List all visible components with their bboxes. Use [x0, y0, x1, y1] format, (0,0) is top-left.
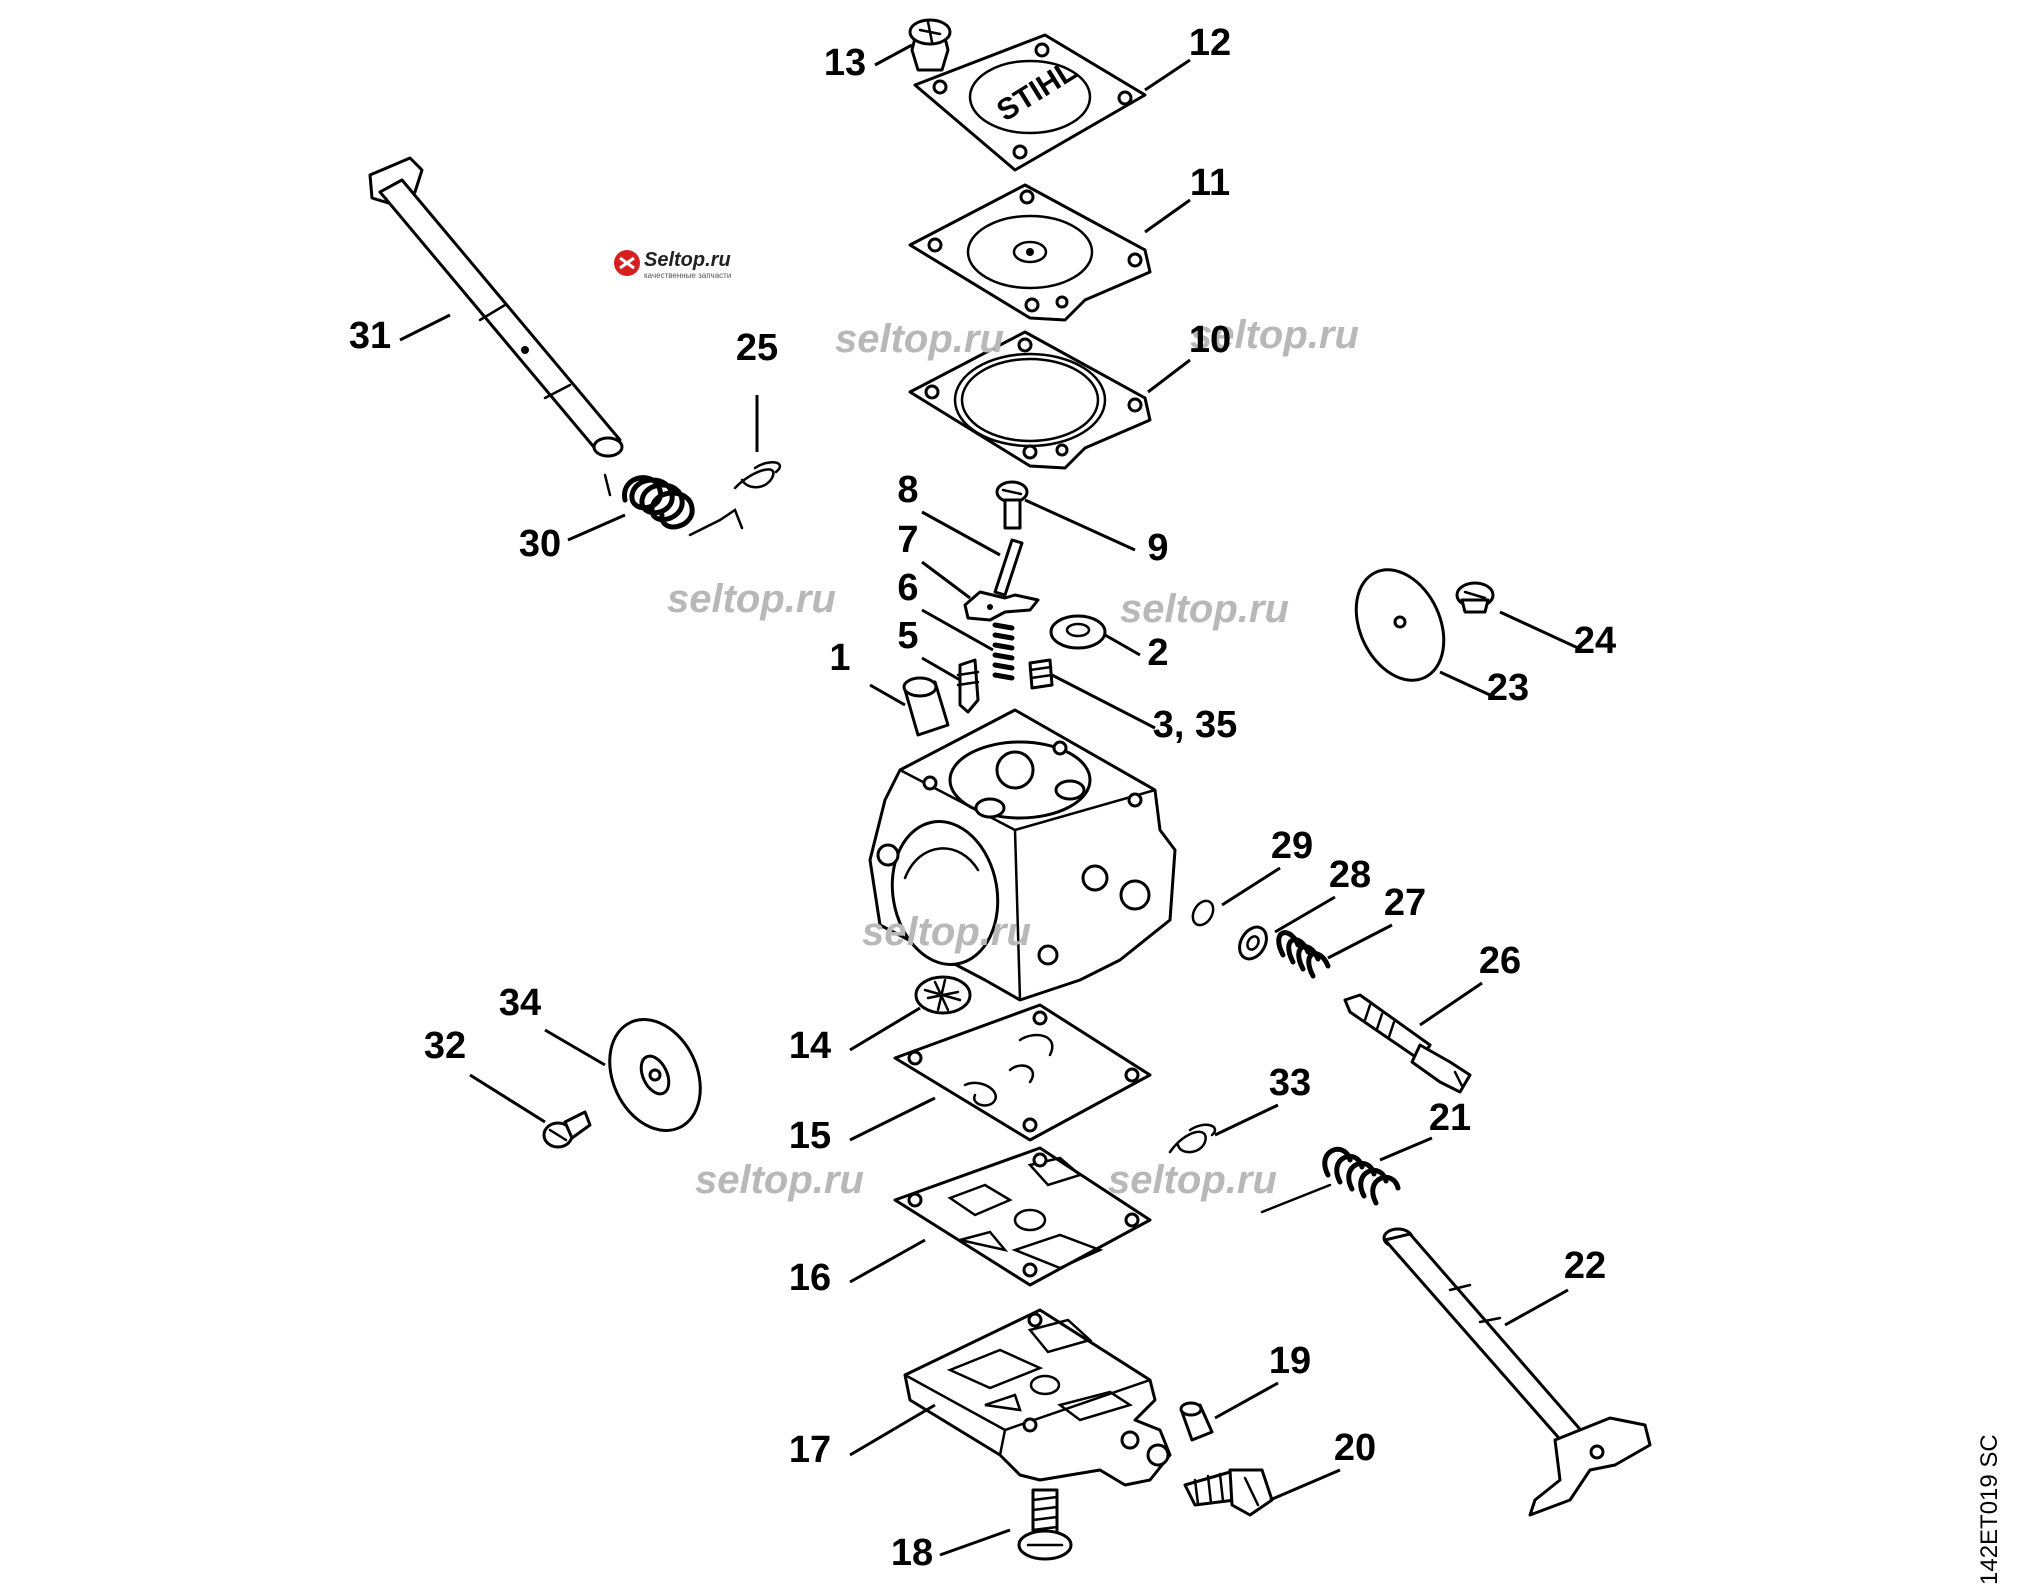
callout-p27: 27 — [1384, 882, 1426, 924]
part-11-pump-diaphragm — [908, 183, 1152, 322]
callout-p21: 21 — [1429, 1097, 1471, 1139]
callout-p16: 16 — [789, 1257, 831, 1299]
watermark-text: seltop.ru — [1190, 313, 1359, 357]
seltop-logo: Seltop.ru качественные запчасти — [614, 249, 731, 280]
part-10-gasket — [908, 330, 1152, 470]
callout-p34: 34 — [499, 982, 541, 1024]
part-15-metering-diaphragm — [893, 1003, 1152, 1142]
watermark-text: seltop.ru — [862, 910, 1031, 954]
callout-p7: 7 — [897, 519, 918, 561]
callout-p12: 12 — [1189, 22, 1231, 64]
callout-p32: 32 — [424, 1025, 466, 1067]
callout-p6: 6 — [897, 567, 918, 609]
part-8-pin — [993, 538, 1024, 597]
part-26-adjusting-screw — [1343, 993, 1472, 1094]
callout-p23: 23 — [1487, 667, 1529, 709]
part-9-screw — [995, 480, 1029, 530]
callout-p3_35: 3, 35 — [1153, 704, 1238, 746]
callout-p13: 13 — [824, 42, 866, 84]
part-3-35-fixed-jet — [1028, 658, 1054, 690]
callout-p18: 18 — [891, 1532, 933, 1574]
callout-p5: 5 — [897, 615, 918, 657]
callout-p17: 17 — [789, 1429, 831, 1471]
part-7-lever — [963, 590, 1040, 622]
watermarks: seltop.ru seltop.ru seltop.ru seltop.ru selt… — [667, 313, 1359, 1202]
part-25-clip — [733, 460, 782, 490]
callout-p25: 25 — [736, 327, 778, 369]
callout-p15: 15 — [789, 1115, 831, 1157]
watermark-text: seltop.ru — [695, 1158, 864, 1202]
part-18-screw — [1017, 1488, 1073, 1561]
callout-p14: 14 — [789, 1025, 831, 1067]
part-31-throttle-shaft — [368, 156, 624, 458]
part-14-strainer — [914, 975, 972, 1015]
part-1-plug — [902, 676, 950, 737]
callout-p30: 30 — [519, 523, 561, 565]
drawing-code: 142ET019 SC — [1976, 1434, 2003, 1585]
part-21-spring — [1260, 1146, 1401, 1214]
part-28-washer — [1238, 925, 1268, 961]
callout-p9: 9 — [1147, 527, 1168, 569]
part-12-pump-cover: STIHL — [913, 33, 1147, 172]
callout-p2: 2 — [1147, 632, 1168, 674]
part-2-washer — [1049, 614, 1107, 650]
part-24-screw — [1455, 581, 1495, 614]
part-19-plug — [1179, 1401, 1214, 1442]
part-27-spring — [1276, 930, 1331, 979]
callout-p29: 29 — [1271, 825, 1313, 867]
part-29-o-ring — [1191, 899, 1215, 927]
part-6-spring — [992, 622, 1015, 681]
part-23-choke-shutter — [1354, 568, 1446, 682]
callout-p26: 26 — [1479, 940, 1521, 982]
callout-labels: 13 12 11 31 25 10 8 9 30 7 6 2 24 5 1 23 3, 35 29 28 27 26 34… — [349, 22, 1616, 1574]
callout-p31: 31 — [349, 315, 391, 357]
callout-p22: 22 — [1564, 1245, 1606, 1287]
carburetor-body — [868, 708, 1177, 1002]
callout-p8: 8 — [897, 469, 918, 511]
part-17-end-cover — [903, 1308, 1172, 1487]
part-20-adjusting-screw — [1183, 1468, 1274, 1517]
watermark-text: seltop.ru — [667, 577, 836, 621]
watermark-text: seltop.ru — [1120, 587, 1289, 631]
callout-p10: 10 — [1189, 319, 1231, 361]
watermark-text: seltop.ru — [835, 317, 1004, 361]
callout-p19: 19 — [1269, 1340, 1311, 1382]
part-33-clip — [1168, 1123, 1217, 1154]
callout-p20: 20 — [1334, 1427, 1376, 1469]
callout-p1: 1 — [829, 637, 850, 679]
part-32-screw — [542, 1110, 592, 1149]
svg-text:Seltop.ru: Seltop.ru — [644, 249, 731, 271]
callout-p11: 11 — [1190, 162, 1230, 204]
part-30-torsion-spring — [603, 473, 744, 537]
svg-text:качественные запчасти: качественные запчасти — [644, 271, 731, 280]
callout-p28: 28 — [1329, 854, 1371, 896]
watermark-text: seltop.ru — [1108, 1158, 1277, 1202]
leader-lines — [399, 43, 1579, 1557]
part-22-choke-shaft — [1382, 1227, 1652, 1517]
part-5-inlet-needle — [956, 658, 980, 714]
part-16-gasket — [893, 1146, 1152, 1287]
callout-p33: 33 — [1269, 1062, 1311, 1104]
callout-p24: 24 — [1574, 620, 1616, 662]
part-13-screw — [908, 18, 952, 72]
part-34-throttle-shutter — [608, 1018, 702, 1132]
